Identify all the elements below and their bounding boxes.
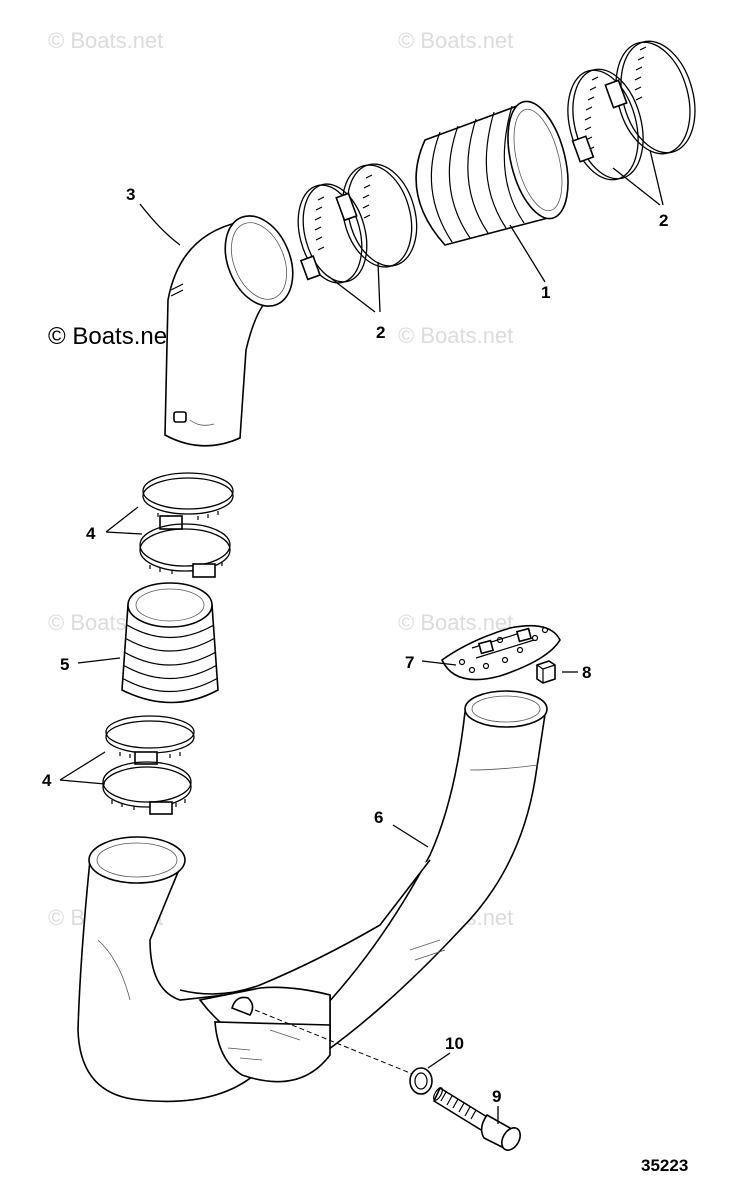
part-7-plate: [440, 624, 561, 681]
watermark: © Boats.net: [48, 28, 163, 53]
leader-lines: [59, 149, 664, 1124]
callout-2-middle: 2: [376, 323, 385, 342]
watermark: © Boats.net: [398, 28, 513, 53]
part-2-hose-clamps-right: [567, 40, 696, 181]
callout-8: 8: [582, 663, 591, 682]
part-3-elbow-pipe: [164, 215, 294, 447]
callout-9: 9: [492, 1087, 501, 1106]
part-10-washer: [409, 1067, 433, 1095]
part-5-coupling-bellows: [121, 582, 219, 704]
callout-3: 3: [126, 185, 135, 204]
callout-7: 7: [405, 653, 414, 672]
callout-4-lower: 4: [42, 771, 52, 790]
watermark: © Boats.net: [398, 323, 513, 348]
part-8-clip: [536, 660, 556, 684]
watermark: © Boats.net: [398, 610, 513, 635]
callout-10: 10: [445, 1034, 464, 1053]
part-1-bellows: [415, 100, 569, 246]
watermark-prominent: © Boats.net: [48, 323, 174, 350]
part-6-exhaust-pipe: [77, 690, 548, 1103]
part-9-bolt: [432, 1086, 521, 1151]
callout-4-upper: 4: [86, 524, 96, 543]
diagram-number: 35223: [641, 1156, 688, 1175]
part-2-hose-clamps-middle: [297, 163, 418, 284]
assembly-dashed-line: [254, 1009, 416, 1076]
callout-1: 1: [541, 283, 550, 302]
part-4-hose-clamps-upper: [139, 472, 234, 578]
callout-2-right: 2: [659, 211, 668, 230]
callout-5: 5: [60, 655, 69, 674]
callout-labels: 3 1 2 2 4 5 4 6 7 8 10 9 35223: [42, 185, 688, 1175]
part-4-hose-clamps-lower: [102, 715, 195, 815]
callout-6: 6: [374, 808, 383, 827]
